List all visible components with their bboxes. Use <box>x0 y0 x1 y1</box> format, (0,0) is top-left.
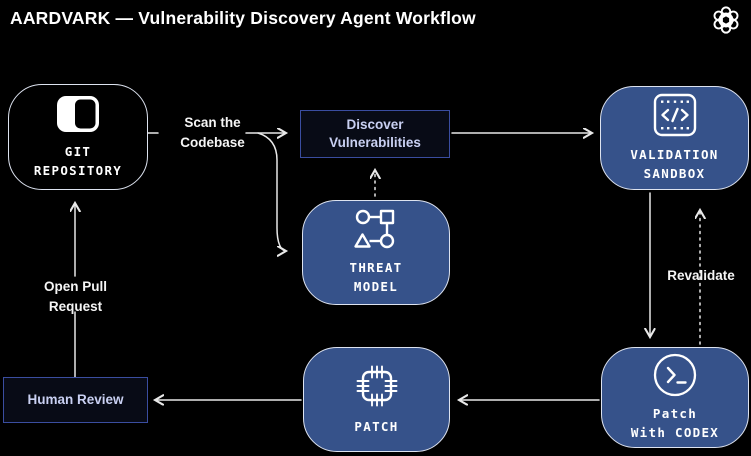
page-title: AARDVARK — Vulnerability Discovery Agent… <box>10 8 476 28</box>
repository-icon <box>57 95 99 132</box>
edge-label-scan-the-codebase: Scan the Codebase <box>180 115 245 151</box>
node-human-review: Human Review <box>3 377 148 423</box>
edge-label-open-pull-request: Open Pull Request <box>43 279 107 315</box>
node-git-repository-label: GIT REPOSITORY <box>33 143 123 178</box>
node-threat-model-label: THREAT MODEL <box>349 260 403 294</box>
graph-shapes-icon <box>354 210 395 249</box>
openai-logo-icon <box>713 6 739 34</box>
node-validation-sandbox-label: VALIDATION SANDBOX <box>630 146 719 181</box>
edge-label-revalidate: Revalidate <box>667 268 735 283</box>
node-patch-with-codex-label: Patch With CODEX <box>630 406 720 440</box>
stitched-patch-icon <box>356 365 397 407</box>
terminal-icon <box>653 354 697 397</box>
node-discover-vulnerabilities: Discover Vulnerabilities <box>300 110 450 158</box>
code-sandbox-icon <box>653 93 696 136</box>
node-patch-with-codex: Patch With CODEX <box>601 347 749 448</box>
node-threat-model: THREAT MODEL <box>302 200 450 305</box>
node-git-repository: GIT REPOSITORY <box>8 84 148 190</box>
node-validation-sandbox: VALIDATION SANDBOX <box>600 86 749 190</box>
node-patch: PATCH <box>303 347 450 452</box>
node-patch-label: PATCH <box>354 418 399 434</box>
